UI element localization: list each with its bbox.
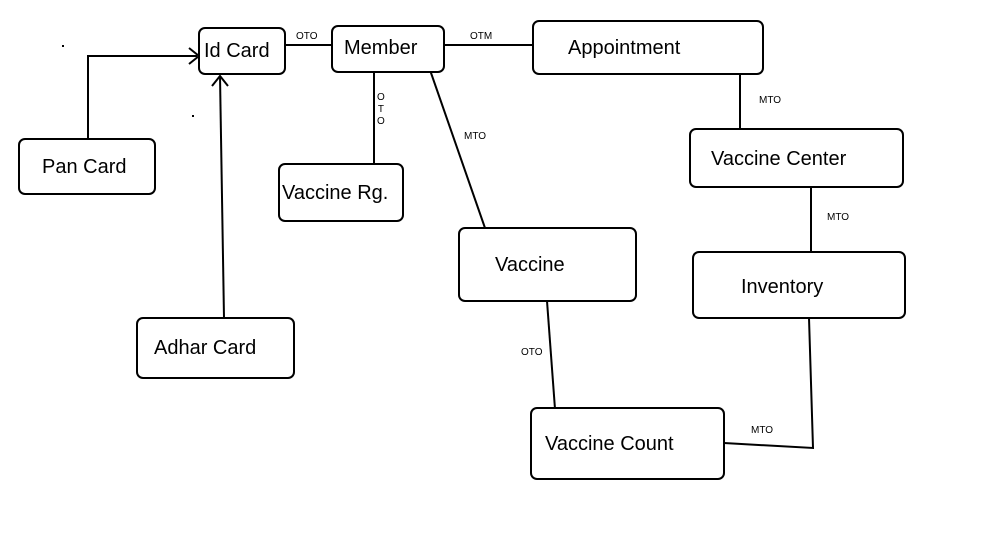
node-vaccine-rg[interactable]: Vaccine Rg. bbox=[278, 163, 404, 222]
node-vaccine-label: Vaccine bbox=[495, 254, 565, 276]
stray-dot bbox=[192, 115, 194, 117]
node-adhar-card-label: Adhar Card bbox=[154, 337, 257, 359]
node-adhar-card[interactable]: Adhar Card bbox=[136, 317, 295, 379]
node-appointment[interactable]: Appointment bbox=[532, 20, 764, 75]
arrowhead-idcard-bottom bbox=[211, 74, 229, 87]
node-pan-card[interactable]: Pan Card bbox=[18, 138, 156, 195]
node-vaccine-count[interactable]: Vaccine Count bbox=[530, 407, 725, 480]
edge-label-member-appointment: OTM bbox=[470, 31, 493, 42]
node-vaccine-center-label: Vaccine Center bbox=[711, 148, 847, 170]
node-vaccine-center[interactable]: Vaccine Center bbox=[689, 128, 904, 188]
node-id-card[interactable]: Id Card bbox=[198, 27, 286, 75]
edge-label-appointment-center: MTO bbox=[759, 95, 782, 106]
node-member[interactable]: Member bbox=[331, 25, 445, 73]
edge-adharcard-idcard bbox=[219, 75, 225, 319]
node-member-label: Member bbox=[344, 37, 418, 59]
edge-label-char: O bbox=[377, 92, 385, 103]
node-appointment-label: Appointment bbox=[568, 37, 681, 59]
node-vaccine-count-label: Vaccine Count bbox=[545, 433, 674, 455]
node-inventory[interactable]: Inventory bbox=[692, 251, 906, 319]
edge-member-vaccine bbox=[429, 69, 486, 229]
node-inventory-label: Inventory bbox=[741, 276, 824, 298]
node-vaccine[interactable]: Vaccine bbox=[458, 227, 637, 302]
edge-pancard-idcard bbox=[87, 55, 197, 138]
edge-label-char: T bbox=[377, 104, 384, 115]
edge-inventory-count bbox=[723, 317, 815, 450]
edge-label-vaccine-count: OTO bbox=[521, 347, 543, 358]
edge-label-idcard-member: OTO bbox=[296, 31, 318, 42]
edge-vaccine-count bbox=[546, 300, 556, 410]
stray-dot bbox=[62, 45, 64, 47]
edge-label-inventory-count: MTO bbox=[751, 425, 774, 436]
node-pan-card-label: Pan Card bbox=[42, 155, 127, 178]
node-id-card-label: Id Card bbox=[204, 40, 270, 62]
edge-label-char: O bbox=[377, 116, 385, 127]
node-vaccine-rg-label: Vaccine Rg. bbox=[282, 181, 389, 204]
edge-label-member-vaccine: MTO bbox=[464, 131, 487, 142]
edge-label-center-inventory: MTO bbox=[827, 212, 850, 223]
